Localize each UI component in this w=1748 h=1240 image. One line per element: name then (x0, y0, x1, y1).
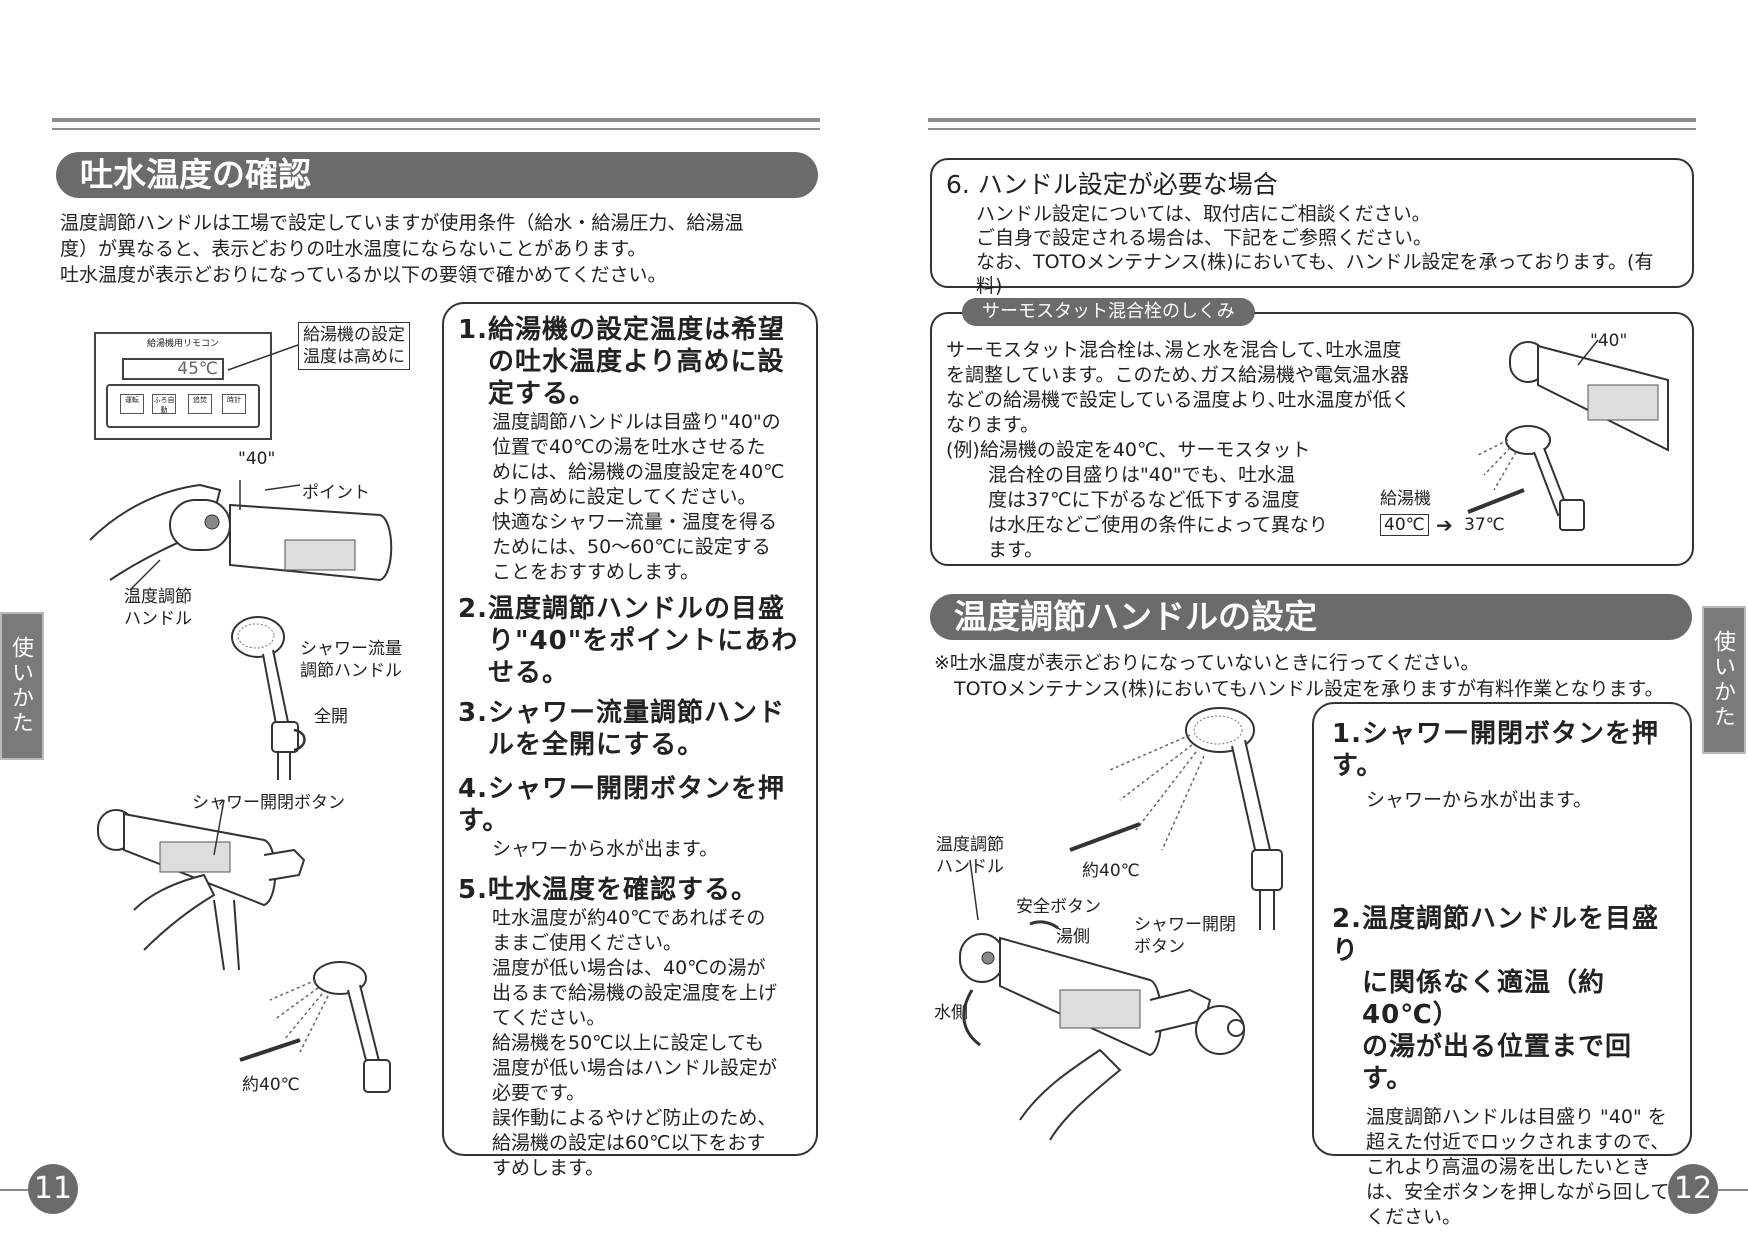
remote-display: 45℃ (122, 358, 224, 380)
label-shower-button: シャワー開閉ボタン (192, 793, 345, 813)
step-heading: 定する。 (488, 379, 597, 409)
step-heading: せる。 (488, 658, 570, 688)
label-mark-40: "40" (238, 449, 276, 469)
note-line: TOTOメンテナンス(株)においてもハンドル設定を承りますが有料作業となります。 (954, 678, 1664, 700)
callout-heater-setting: 給湯機の設定 温度は高めに (298, 322, 410, 370)
label-line: ボタン (1134, 937, 1185, 957)
remote-panel: 運転 ふろ自動 追焚 時計 (106, 384, 260, 428)
note-line: ※吐水温度が表示どおりになっていないときに行ってください。 (934, 652, 1480, 674)
intro-left: 温度調節ハンドルは工場で設定していますが使用条件（給水・給湯圧力、給湯温 度）が… (60, 210, 820, 288)
step-body: シャワーから水が出ます。 (1366, 789, 1593, 811)
step-heading: 2.温度調節ハンドルを目盛り (1332, 904, 1660, 966)
label-full-open: 全開 (314, 707, 348, 727)
page-num-rule-left (0, 1189, 30, 1191)
label-safety-button: 安全ボタン (1016, 897, 1101, 917)
label-line: 調節ハンドル (300, 661, 402, 681)
thermo-from-temp: 40℃ (1380, 514, 1429, 536)
thermostat-pill-label: サーモスタット混合栓のしくみ (962, 298, 1255, 326)
box6-heading: 6. ハンドル設定が必要な場合 (946, 170, 1278, 199)
step-heading: 3.シャワー流量調節ハンド (458, 698, 786, 728)
step-item: 4.シャワー開閉ボタンを押す。 シャワーから水が出ます。 (458, 773, 808, 862)
thermo-mark-40: "40" (1590, 331, 1628, 351)
label-temp-handle-right: 温度調節 ハンドル (936, 834, 1004, 878)
label-line: ハンドル (936, 857, 1004, 877)
thermostat-faucet-illustration (1467, 339, 1669, 531)
top-rule-right-thin (928, 128, 1696, 130)
notes-right: ※吐水温度が表示どおりになっていないときに行ってください。 TOTOメンテナンス… (934, 650, 1694, 702)
right-faucet-illustration (959, 859, 1245, 1141)
callout-line: 温度は高めに (303, 347, 405, 367)
shower-water-illustration (239, 961, 391, 1093)
top-rule-left-thin (52, 128, 820, 130)
step-heading: の湯が出る位置まで回す。 (1362, 1032, 1633, 1094)
remote-temp-readout: 45℃ (177, 359, 218, 379)
right-shower-illustration (1069, 707, 1283, 930)
box-handle-setting-needed: 6. ハンドル設定が必要な場合 ハンドル設定については、取付店にご相談ください。… (930, 158, 1694, 297)
step-body: 温度調節ハンドルは目盛り "40" を超えた付近でロックされますので、これより高… (1366, 1106, 1670, 1228)
remote-callout-line (227, 344, 299, 371)
label-flow-handle: シャワー流量 調節ハンドル (300, 638, 402, 682)
callout-line: 給湯機の設定 (303, 325, 405, 345)
step-item: 5.吐水温度を確認する。 吐水温度が約40℃であればそのままご使用ください。温度… (458, 874, 808, 1181)
step-item: 3.シャワー流量調節ハンド ルを全開にする。 (458, 697, 808, 761)
faucet-hand-illustration (89, 480, 393, 591)
label-approx-40: 約40℃ (242, 1075, 300, 1095)
steps-box-right: 1.シャワー開閉ボタンを押す。 シャワーから水が出ます。 2.温度調節ハンドルを… (1312, 702, 1692, 1228)
step-body: 温度調節ハンドルは目盛り"40"の位置で40℃の湯を吐水させるためには、給湯機の… (492, 411, 785, 583)
top-rule-left (52, 118, 820, 122)
box6-body: ハンドル設定については、取付店にご相談ください。 ご自身で設定される場合は、下記… (976, 203, 1654, 297)
label-approx-40-right: 約40℃ (1082, 861, 1140, 881)
step-item: 2.温度調節ハンドルを目盛り に関係なく適温（約40℃） の湯が出る位置まで回す… (1332, 903, 1682, 1230)
steps-box-left: 1.給湯機の設定温度は希望 の吐水温度より高めに設 定する。 温度調節ハンドルは… (442, 302, 818, 1179)
thermo-body: サーモスタット混合栓は､湯と水を混合して､吐水温度 を調整しています。このため､… (946, 339, 1411, 561)
label-line: 温度調節 (124, 587, 192, 607)
thermo-heater-label: 給湯機 (1380, 489, 1431, 509)
remote-button: ふろ自動 (152, 394, 176, 414)
label-line: シャワー開閉 (1134, 915, 1236, 935)
remote-title: 給湯機用リモコン (146, 339, 219, 349)
step-heading: に関係なく適温（約40℃） (1362, 968, 1606, 1030)
step-item: 1.シャワー開閉ボタンを押す。 シャワーから水が出ます。 (1332, 718, 1682, 813)
remote-button: 追焚 (188, 394, 212, 414)
page-number-left: 11 (28, 1164, 78, 1214)
label-cold-side: 水側 (934, 1003, 968, 1023)
label-line: 温度調節 (936, 835, 1004, 855)
side-tab-right: 使いかた (1702, 606, 1746, 754)
step-heading: 4.シャワー開閉ボタンを押す。 (458, 774, 786, 836)
label-temp-handle: 温度調節 ハンドル (124, 586, 192, 630)
intro-line: 度）が異なると、表示どおりの吐水温度にならないことがあります。 (60, 238, 647, 260)
remote-controller-illustration: 給湯機用リモコン 45℃ 運転 ふろ自動 追焚 時計 (94, 332, 272, 440)
step-heading: 2.温度調節ハンドルの目盛 (458, 594, 786, 624)
side-tab-left: 使いかた (0, 612, 44, 760)
label-hot-side: 湯側 (1056, 927, 1090, 947)
section-title-left: 吐水温度の確認 (56, 152, 818, 198)
step-item: 1.給湯機の設定温度は希望 の吐水温度より高めに設 定する。 温度調節ハンドルは… (458, 314, 808, 585)
remote-button: 運転 (120, 394, 144, 414)
step-heading: の吐水温度より高めに設 (488, 347, 785, 377)
shower-head-illustration (231, 616, 306, 780)
step-heading: り"40"をポイントにあわ (488, 626, 799, 656)
section-title-right: 温度調節ハンドルの設定 (930, 594, 1692, 640)
step-body: 吐水温度が約40℃であればそのままご使用ください。温度が低い場合は、40℃の湯が… (492, 907, 778, 1179)
intro-line: 温度調節ハンドルは工場で設定していますが使用条件（給水・給湯圧力、給湯温 (60, 212, 744, 234)
faucet-button-illustration (97, 799, 306, 971)
page-num-rule-right (1718, 1189, 1748, 1191)
step-heading: 1.シャワー開閉ボタンを押す。 (1332, 719, 1660, 781)
label-point: ポイント (302, 483, 370, 503)
step-heading: ルを全開にする。 (488, 730, 705, 760)
remote-button: 時計 (222, 394, 246, 414)
arrow-right-icon: ➔ (1436, 513, 1453, 537)
step-heading: 5.吐水温度を確認する。 (458, 875, 759, 905)
label-line: シャワー流量 (300, 639, 402, 659)
step-heading: 1.給湯機の設定温度は希望 (458, 315, 786, 345)
step-item: 2.温度調節ハンドルの目盛 り"40"をポイントにあわ せる。 (458, 593, 808, 689)
intro-line: 吐水温度が表示どおりになっているか以下の要領で確かめてください。 (60, 264, 667, 286)
label-line: ハンドル (124, 609, 192, 629)
page-number-right: 12 (1668, 1164, 1718, 1214)
thermo-to-temp: 37℃ (1464, 515, 1505, 535)
top-rule-right (928, 118, 1696, 122)
step-body: シャワーから水が出ます。 (492, 838, 719, 860)
label-shower-button-right: シャワー開閉 ボタン (1134, 914, 1236, 958)
